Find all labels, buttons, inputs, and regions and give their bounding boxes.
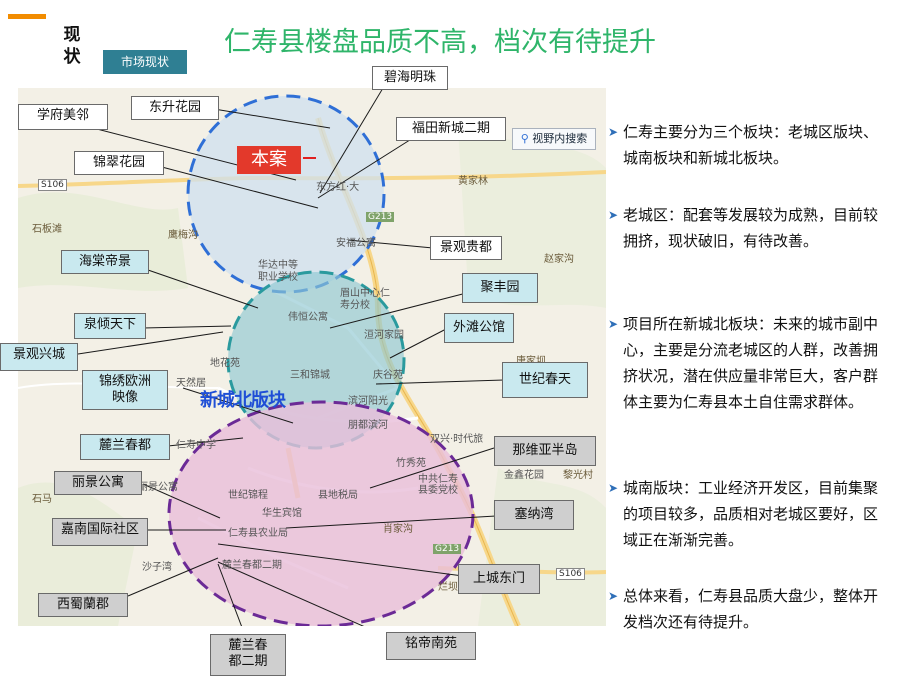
place-label: 安福公寓 xyxy=(336,238,376,249)
callout-jincui-huayuan[interactable]: 锦翠花园 xyxy=(74,151,164,175)
road-badge: G213 xyxy=(366,212,395,222)
place-label: 唐家坝 xyxy=(516,352,546,367)
search-icon: ⚲ xyxy=(520,132,529,145)
place-label: 麓兰春都二期 xyxy=(222,560,282,571)
place-label: 金鑫花园 xyxy=(504,470,544,481)
bullet-arrow-icon: ➤ xyxy=(608,317,619,331)
callout-mingdi-nanyuan[interactable]: 铭帝南苑 xyxy=(386,632,476,660)
callout-haitang-dijing[interactable]: 海棠帝景 xyxy=(61,250,149,274)
place-label: 滨河阳光 xyxy=(348,396,388,407)
callout-lulan-chundu-2[interactable]: 麓兰春 都二期 xyxy=(210,634,286,676)
bullet-item: ➤ 老城区：配套等发展较为成熟，目前较拥挤，现状破旧，有待改善。 xyxy=(608,202,878,254)
accent-bar xyxy=(8,14,46,19)
bullet-item: ➤ 项目所在新城北板块：未来的城市副中心，主要是分流老城区的人群，改善拥挤状况，… xyxy=(608,311,878,415)
place-label: 天然居 xyxy=(176,378,206,389)
place-label: 仁寿县农业局 xyxy=(228,528,288,539)
bullet-arrow-icon: ➤ xyxy=(608,208,619,222)
place-label: 烂坝 xyxy=(438,582,458,593)
bullet-item: ➤ 城南版块：工业经济开发区，目前集聚的项目较多，品质相对老城区要好，区域正在渐… xyxy=(608,475,878,553)
callout-xishu-lanjun[interactable]: 西蜀蘭郡 xyxy=(38,593,128,617)
market-status-tab[interactable]: 市场现状 xyxy=(103,50,187,74)
place-label: 丽景公寓 xyxy=(138,482,178,493)
callout-naweiya-bandao[interactable]: 那维亚半岛 xyxy=(494,436,596,466)
callout-waitan-gongguan[interactable]: 外滩公馆 xyxy=(444,313,514,343)
bullet-arrow-icon: ➤ xyxy=(608,125,619,139)
place-label: 中共仁寿县委党校 xyxy=(418,474,458,496)
callout-jingguan-guidu[interactable]: 景观贵都 xyxy=(430,236,502,260)
callout-jianan-guoji[interactable]: 嘉南国际社区 xyxy=(52,518,148,546)
place-label: 庆谷苑 xyxy=(373,370,403,381)
bullet-item: ➤ 总体来看，仁寿县品质大盘少，整体开发档次还有待提升。 xyxy=(608,583,878,635)
place-label: 肖家沟 xyxy=(383,524,413,535)
road-badge: S106 xyxy=(556,568,585,580)
place-label: 华达中等职业学校 xyxy=(258,260,298,283)
place-label: 竹秀苑 xyxy=(396,458,426,469)
place-label: 世纪锦程 xyxy=(228,490,268,501)
place-label: 石板滩 xyxy=(32,224,62,235)
place-label: 石马 xyxy=(32,494,52,505)
callout-dongsheng-huayuan[interactable]: 东升花园 xyxy=(131,96,219,120)
callout-shiji-chuntian[interactable]: 世纪春天 xyxy=(502,362,588,398)
place-label: 洹河家园 xyxy=(364,330,404,341)
place-label: 眉山中心仁寿分校 xyxy=(340,288,390,311)
project-marker-label[interactable]: 本案 xyxy=(237,146,301,174)
bullet-arrow-icon: ➤ xyxy=(608,589,619,603)
place-label: 仁寿中学 xyxy=(176,440,216,451)
map-canvas xyxy=(18,88,606,626)
place-label: 鹰梅沟 xyxy=(168,230,198,241)
callout-xuefu-meilin[interactable]: 学府美邻 xyxy=(18,104,108,130)
place-label: 赵家沟 xyxy=(544,254,574,265)
place-label: 沙子湾 xyxy=(142,562,172,573)
callout-bihai-mingzhu[interactable]: 碧海明珠 xyxy=(372,66,448,90)
place-label: 朋都滨河 xyxy=(348,420,388,431)
place-label: 双兴·时代旅 xyxy=(430,434,484,445)
map-search-button[interactable]: ⚲ 视野内搜索 xyxy=(512,128,596,150)
place-label: 东方红·大 xyxy=(316,182,360,193)
map-panel[interactable]: ⚲ 视野内搜索 本案 新城北版块 S106 G213 G213 S106 黄家林… xyxy=(18,88,606,626)
place-label: 华生宾馆 xyxy=(262,508,302,519)
place-label: 黄家林 xyxy=(458,176,488,187)
bullet-arrow-icon: ➤ xyxy=(608,481,619,495)
callout-quanqing-tianxia[interactable]: 泉倾天下 xyxy=(74,313,146,339)
callout-jinxiu-ouzhou[interactable]: 锦绣欧洲 映像 xyxy=(82,370,168,410)
place-label: 县地税局 xyxy=(318,490,358,501)
callout-sainawan[interactable]: 塞纳湾 xyxy=(494,500,574,530)
place-label: 黎光村 xyxy=(563,470,593,481)
callout-futian-xincheng[interactable]: 福田新城二期 xyxy=(396,117,506,141)
callout-shangcheng-dongmen[interactable]: 上城东门 xyxy=(458,564,540,594)
callout-jingguan-xingcheng[interactable]: 景观兴城 xyxy=(0,343,78,371)
place-label: 伟恒公寓 xyxy=(288,312,328,323)
road-badge: S106 xyxy=(38,179,67,191)
road-badge: G213 xyxy=(433,544,462,554)
bullet-item: ➤ 仁寿主要分为三个板块：老城区版块、城南板块和新城北板块。 xyxy=(608,119,878,171)
callout-lulan-chundu[interactable]: 麓兰春都 xyxy=(80,434,170,460)
callout-jufeng-yuan[interactable]: 聚丰园 xyxy=(462,273,538,303)
place-label: 三和锦城 xyxy=(290,370,330,381)
place-label: 地花苑 xyxy=(210,358,240,369)
page-title: 仁寿县楼盘品质不高，档次有待提升 xyxy=(224,27,656,58)
district-label: 新城北版块 xyxy=(200,390,286,411)
callout-lijing-gongyu[interactable]: 丽景公寓 xyxy=(54,471,142,495)
section-label: 现状 xyxy=(63,25,81,67)
